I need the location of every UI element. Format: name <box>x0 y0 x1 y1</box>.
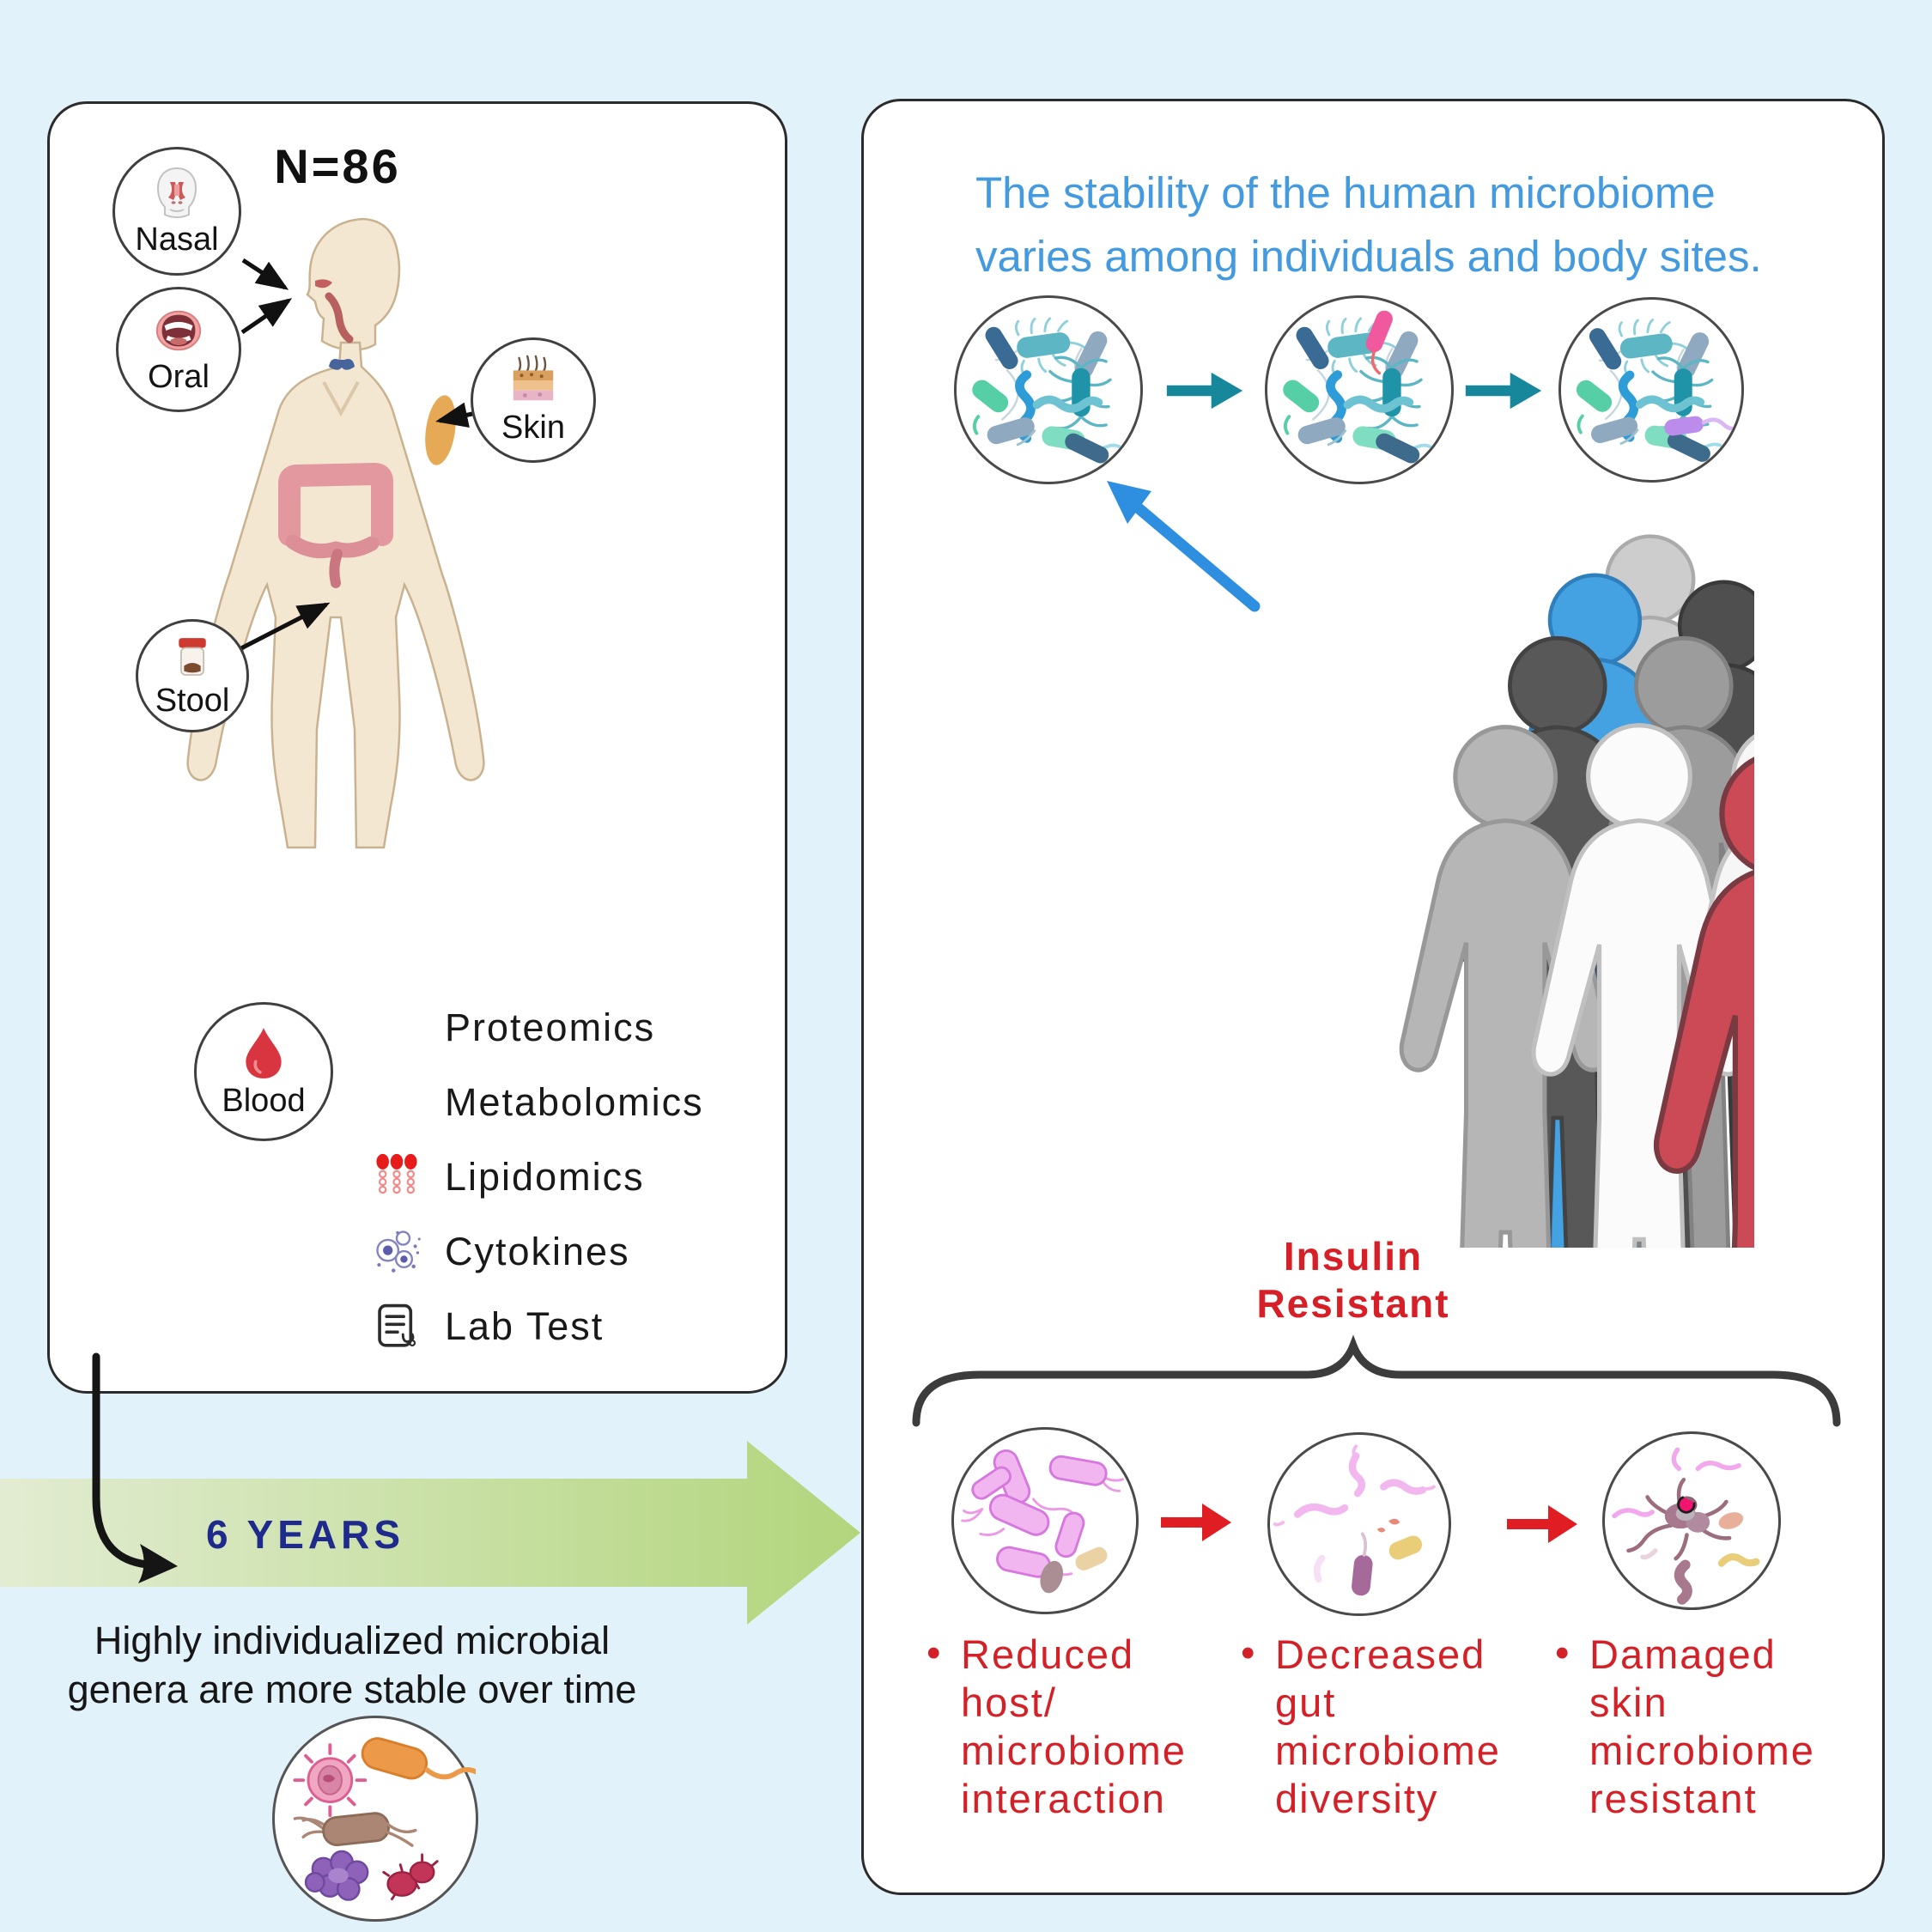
skin-icon <box>507 355 560 408</box>
bullet-line: microbiome <box>961 1728 1187 1773</box>
ir-timepoint-2-circle <box>1267 1432 1451 1616</box>
omics-row-cytokines: Cytokines <box>369 1221 630 1283</box>
nasal-cavity-shade <box>315 279 332 289</box>
panel-to-timeline-arrow <box>92 1352 178 1583</box>
blood-site-badge: Blood <box>194 1002 333 1141</box>
skin-site-badge: Skin <box>471 337 596 463</box>
omics-row-lipidomics: Lipidomics <box>369 1146 645 1208</box>
lipidomics-label: Lipidomics <box>445 1155 645 1199</box>
blood-drop-icon <box>235 1024 292 1081</box>
microbiome-stability-panel: The stability of the human microbiome va… <box>861 99 1885 1895</box>
bullet-line: Reduced <box>961 1631 1135 1677</box>
bullet-dot: • <box>1555 1630 1571 1675</box>
bullet-line: microbiome <box>1589 1728 1815 1773</box>
colon-illustration <box>278 462 393 588</box>
stool-icon <box>168 633 216 681</box>
oral-label: Oral <box>148 358 210 395</box>
bullet-line: resistant <box>1589 1776 1758 1821</box>
timeline-caption: Highly individualized microbial genera a… <box>43 1616 661 1714</box>
proteomics-label: Proteomics <box>445 1005 656 1049</box>
omics-row-proteomics: Proteomics <box>369 997 655 1059</box>
stable-timepoint-1-circle <box>954 295 1143 484</box>
bullet-damaged-skin: • Damaged skin microbiome resistant <box>1555 1630 1864 1823</box>
microbiome-community-icon <box>1561 300 1741 480</box>
insulin-line-2: Resistant <box>1256 1281 1450 1326</box>
nasal-label: Nasal <box>135 221 219 258</box>
bullet-decreased-gut: • Decreased gut microbiome diversity <box>1241 1630 1533 1823</box>
cytokines-label: Cytokines <box>445 1230 630 1273</box>
ir-arrow-1-icon <box>1161 1504 1231 1541</box>
bullet-line: host/ <box>961 1680 1057 1725</box>
pharynx-shade <box>325 292 354 343</box>
sample-size-label: N=86 <box>274 139 401 193</box>
stable-microbes-illustration <box>275 1718 476 1919</box>
bullet-line: interaction <box>961 1776 1166 1821</box>
metabolomics-label: Metabolomics <box>445 1080 704 1124</box>
bullet-reduced-host: • Reduced host/ microbiome interaction <box>927 1630 1218 1823</box>
skin-label: Skin <box>501 409 565 446</box>
stool-site-badge: Stool <box>136 619 249 732</box>
blood-label: Blood <box>222 1082 306 1119</box>
oral-site-badge: Oral <box>116 287 241 412</box>
duration-label: 6 YEARS <box>206 1512 405 1557</box>
time-arrow-2-icon <box>1465 372 1542 410</box>
stable-timepoint-2-circle <box>1265 295 1454 484</box>
ir-timepoint-1-circle <box>951 1427 1139 1614</box>
ir-microbiome-icon <box>1605 1434 1778 1607</box>
bullet-line: skin <box>1589 1680 1668 1725</box>
caption-line-2: genera are more stable over time <box>67 1668 637 1711</box>
nasal-site-badge: Nasal <box>112 147 241 276</box>
lab-test-label: Lab Test <box>445 1304 605 1348</box>
individual-to-microbiome-arrow <box>1107 481 1261 612</box>
lipid-icon <box>369 1150 424 1205</box>
human-body-illustration <box>186 217 485 849</box>
stable-microbes-circle <box>272 1716 478 1922</box>
bullet-dot: • <box>1241 1630 1257 1675</box>
site-connector-arrows <box>236 258 473 653</box>
lab-test-icon <box>369 1299 424 1354</box>
nasal-icon <box>149 165 204 220</box>
study-design-panel: N=86 <box>47 101 787 1394</box>
microbiome-community-icon <box>957 298 1140 482</box>
omics-row-metabolomics: Metabolomics <box>369 1072 704 1133</box>
ir-microbiome-icon <box>954 1430 1136 1612</box>
population-crowd-illustration <box>1067 509 1754 1248</box>
ir-timepoint-3-circle <box>1602 1431 1781 1610</box>
caption-line-1: Highly individualized microbial <box>94 1619 611 1662</box>
six-years-arrow <box>0 1441 860 1625</box>
bullet-line: microbiome <box>1275 1728 1501 1773</box>
stool-label: Stool <box>155 682 230 719</box>
microbiome-community-icon <box>1267 298 1451 482</box>
oral-icon <box>152 304 205 357</box>
omics-icon-slot <box>369 1075 424 1130</box>
bullet-line: Decreased <box>1275 1631 1486 1677</box>
bullet-line: Damaged <box>1589 1631 1777 1677</box>
ir-arrow-2-icon <box>1507 1505 1577 1543</box>
omics-row-labtest: Lab Test <box>369 1296 604 1358</box>
grouping-brace <box>912 1334 1841 1427</box>
insulin-line-1: Insulin <box>1283 1234 1424 1279</box>
title-line-1: The stability of the human microbiome <box>975 168 1716 217</box>
panel-title: The stability of the human microbiome va… <box>975 161 1851 289</box>
collar-line <box>322 381 360 417</box>
time-arrow-1-icon <box>1166 372 1243 410</box>
cytokine-icon <box>369 1224 424 1279</box>
stable-timepoint-3-circle <box>1558 297 1744 483</box>
omics-icon-slot <box>369 1000 424 1055</box>
bullet-dot: • <box>927 1630 943 1675</box>
insulin-resistant-label: Insulin Resistant <box>1182 1233 1525 1327</box>
title-line-2: varies among individuals and body sites. <box>975 232 1762 281</box>
ir-microbiome-icon <box>1270 1435 1449 1613</box>
bullet-line: diversity <box>1275 1776 1439 1821</box>
thyroid-shade <box>329 359 355 370</box>
bullet-line: gut <box>1275 1680 1337 1725</box>
